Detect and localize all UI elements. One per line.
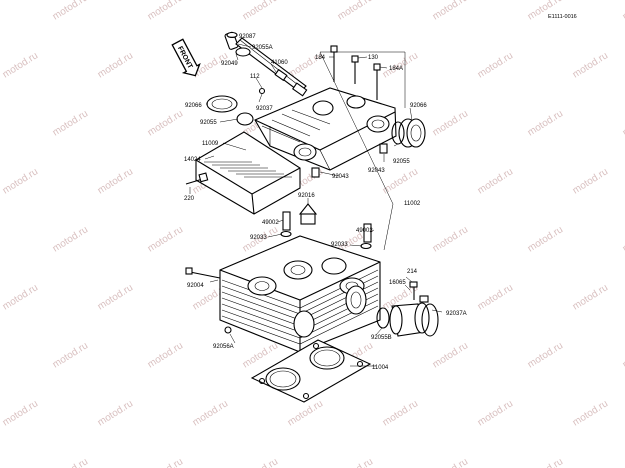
label-184A: 184A [389, 66, 403, 72]
watermark-text: motod.ru [146, 108, 185, 138]
right-cap-and-oring [391, 118, 426, 148]
label-16065: 16065 [389, 280, 406, 286]
watermark-text: motod.ru [571, 50, 610, 80]
label-184: 184 [315, 55, 326, 61]
watermark-text: motod.ru [476, 166, 515, 196]
watermark-text: motod.ru [51, 456, 90, 468]
label-220: 220 [184, 196, 195, 202]
watermark-text: motod.ru [51, 224, 90, 254]
watermark-text: motod.ru [621, 456, 625, 468]
watermark-text: motod.ru [146, 340, 185, 370]
part-labels: 92087 92055A 92049 41060 112 92037 92066… [184, 34, 467, 371]
watermark-text: motod.ru [1, 282, 40, 312]
label-92049: 92049 [221, 61, 238, 67]
watermark-text: motod.ru [51, 0, 90, 23]
watermark-text: motod.ru [431, 340, 470, 370]
rocker-cover [195, 131, 301, 215]
watermark-text: motod.ru [571, 166, 610, 196]
watermark-text: motod.ru [96, 166, 135, 196]
watermark-text: motod.ru [96, 398, 135, 428]
watermark-text: motod.ru [476, 282, 515, 312]
label-92016: 92016 [298, 193, 315, 199]
label-92004: 92004 [187, 283, 204, 289]
rubber-plug [298, 203, 318, 225]
watermark-text: motod.ru [526, 340, 565, 370]
intake-holder [376, 281, 439, 337]
watermark-text: motod.ru [96, 50, 135, 80]
watermark-text: motod.ru [1, 398, 40, 428]
label-130: 130 [368, 55, 379, 61]
watermark-text: motod.ru [431, 0, 470, 23]
label-11009: 11009 [202, 141, 219, 147]
label-92055-left: 92055 [200, 120, 217, 126]
label-92033-left: 92033 [250, 235, 267, 241]
watermark-text: motod.ru [146, 0, 185, 23]
label-92033-right: 92033 [331, 242, 348, 248]
label-92066-right: 92066 [410, 103, 427, 109]
label-14024: 14024 [184, 157, 201, 163]
diagram-code: E1111-0016 [548, 14, 577, 20]
watermark-text: motod.ru [621, 108, 625, 138]
label-49002-left: 49002 [262, 220, 279, 226]
label-92037A: 92037A [446, 311, 467, 317]
watermark-text: motod.ru [526, 108, 565, 138]
oil-pipe-assembly [224, 31, 308, 97]
watermark-text: motod.ru [621, 0, 625, 23]
label-92087: 92087 [239, 34, 256, 40]
watermark-text: motod.ru [336, 456, 375, 468]
label-92056A: 92056A [213, 344, 234, 350]
label-112: 112 [250, 74, 260, 80]
watermark-text: motod.ru [191, 398, 230, 428]
label-92055A: 92055A [252, 45, 273, 51]
watermark-text: motod.ru [1, 50, 40, 80]
watermark-text: motod.ru [571, 282, 610, 312]
label-92055-right: 92055 [393, 159, 410, 165]
label-92043-a: 92043 [332, 174, 349, 180]
watermark-text: motod.ru [381, 166, 420, 196]
watermark-text: motod.ru [336, 0, 375, 23]
watermark-text: motod.ru [241, 456, 280, 468]
watermark-text: motod.ru [241, 0, 280, 23]
cover-bolt [185, 172, 209, 185]
watermark-text: motod.ru [571, 398, 610, 428]
watermark-text: motod.ru [431, 224, 470, 254]
watermark-text: motod.ru [431, 456, 470, 468]
head-stud [185, 267, 221, 279]
watermark-text: motod.ru [286, 398, 325, 428]
label-41060: 41060 [271, 60, 288, 66]
head-cover [254, 87, 397, 171]
watermark-text: motod.ru [526, 224, 565, 254]
cooling-fin [221, 305, 379, 345]
cylinder-head [219, 235, 381, 353]
watermark-text: motod.ru [51, 108, 90, 138]
watermark-text: motod.ru [146, 456, 185, 468]
watermark-text: motod.ru [621, 224, 625, 254]
label-92055B: 92055B [371, 335, 392, 341]
label-49002-right: 49002 [356, 228, 373, 234]
label-214: 214 [407, 269, 418, 275]
label-92037: 92037 [256, 106, 273, 112]
label-11004: 11004 [372, 365, 389, 371]
dowel-pins [311, 143, 388, 178]
leader-lines [189, 36, 443, 367]
head-gasket [250, 339, 372, 403]
valve-tappet-left [280, 211, 292, 238]
watermark-text: motod.ru [476, 398, 515, 428]
watermark-text: motod.ru [476, 50, 515, 80]
watermark-text: motod.ru [146, 224, 185, 254]
small-fitting [224, 326, 232, 334]
label-92066-left: 92066 [185, 103, 202, 109]
watermark-text: motod.ru [526, 456, 565, 468]
head-cover-bolts [330, 45, 381, 100]
watermark-text: motod.ru [381, 398, 420, 428]
watermark-text: motod.ru [96, 282, 135, 312]
watermark-text: motod.ru [621, 340, 625, 370]
watermark-text: motod.ru [1, 166, 40, 196]
watermark-text: motod.ru [431, 108, 470, 138]
watermark-text: motod.ru [51, 340, 90, 370]
label-11002: 11002 [404, 201, 421, 207]
label-92043-b: 92043 [368, 168, 385, 174]
